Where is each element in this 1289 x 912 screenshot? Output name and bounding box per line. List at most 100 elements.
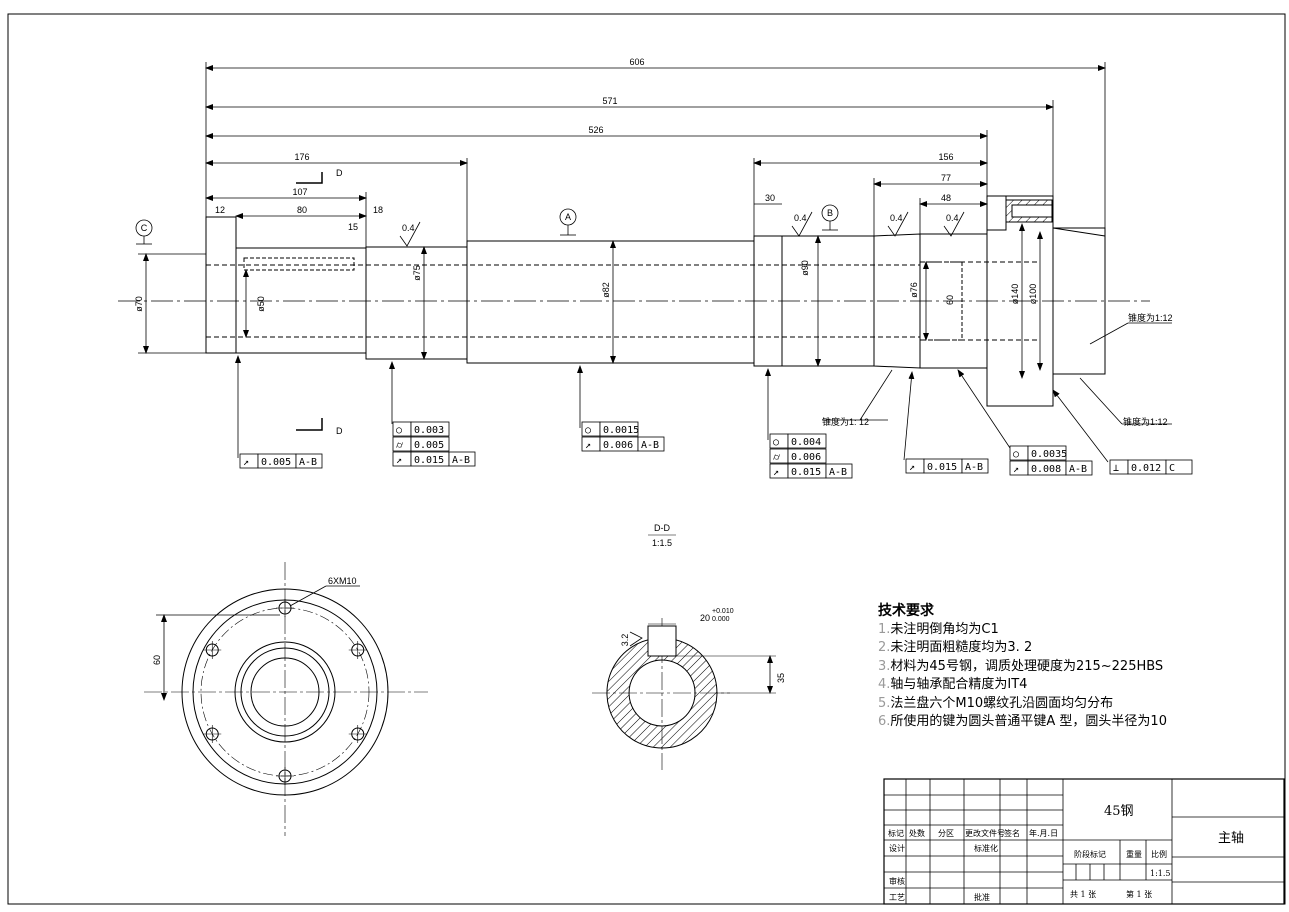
diameter-labels: ø70 ø50 ø75 ø82 ø90 ø76 ø140 ø100 60 bbox=[134, 260, 1038, 312]
tolerance-datum: C bbox=[1169, 463, 1175, 474]
tb-part-name: 主轴 bbox=[1218, 831, 1244, 846]
tb-total-sheets: 共 1 张 bbox=[1070, 890, 1096, 899]
tb-label-standard: 标准化 bbox=[974, 843, 998, 853]
tolerance-value: 0.006 bbox=[791, 452, 821, 463]
dim-48: 48 bbox=[941, 193, 951, 203]
section-roughness: 3.2 bbox=[620, 634, 630, 647]
roughness-value: 0.4 bbox=[402, 223, 415, 233]
section-depth-dim: 35 bbox=[776, 673, 786, 683]
tech-note-item: 6.所使用的键为圆头普通平键A 型，圆头半径为10 bbox=[878, 714, 1167, 729]
dia-90: ø90 bbox=[800, 260, 810, 276]
dim-80: 80 bbox=[297, 205, 307, 215]
dia-75: ø75 bbox=[412, 265, 422, 281]
dim-12: 12 bbox=[215, 205, 225, 215]
tb-label-sign: 签名 bbox=[1004, 828, 1020, 838]
tb-label-check: 审核 bbox=[889, 876, 905, 886]
tolerance-symbol: ○ bbox=[585, 425, 591, 436]
tolerance-value: 0.015 bbox=[927, 462, 957, 473]
taper-label-1: 锥度为1:12 bbox=[1128, 312, 1173, 323]
key-depth-60: 60 bbox=[945, 295, 955, 305]
tech-note-item: 5.法兰盘六个M10螺纹孔沿圆面均匀分布 bbox=[878, 695, 1114, 711]
section-view-title: D-D 1:1.5 bbox=[648, 523, 676, 548]
dia-82: ø82 bbox=[601, 282, 611, 298]
keyway-section-view bbox=[592, 618, 776, 770]
tb-label-zone: 分区 bbox=[938, 829, 954, 838]
key-width-tol-lower: 0.000 bbox=[712, 616, 730, 623]
tech-note-item: 3.材料为45号钢，调质处理硬度为215~225HBS bbox=[878, 658, 1164, 674]
tolerance-cell bbox=[787, 448, 827, 464]
drawing-frame bbox=[7, 13, 1286, 905]
dia-70: ø70 bbox=[134, 296, 144, 312]
section-d-bottom: D bbox=[336, 426, 343, 436]
roughness-symbols bbox=[399, 211, 965, 247]
key-width-dim: 20 bbox=[700, 613, 710, 623]
dim-156: 156 bbox=[938, 152, 953, 162]
tolerance-symbol: ↗ bbox=[1013, 464, 1019, 475]
tolerance-symbol: ↗ bbox=[909, 462, 915, 473]
technical-requirements: 技术要求 1.未注明倒角均为C1 2.未注明面粗糙度均为3. 2 3.材料为45… bbox=[878, 602, 1278, 732]
tolerance-datum: A-B bbox=[641, 440, 659, 451]
tb-label-design: 设计 bbox=[889, 843, 905, 853]
flange-thread-label: 6XM10 bbox=[328, 576, 357, 586]
section-view-name: D-D bbox=[654, 523, 670, 533]
taper-label-2: 锥度为1: 12 bbox=[822, 416, 869, 427]
flange-pcd-dim: 60 bbox=[152, 655, 162, 665]
tolerance-datum: A-B bbox=[1069, 464, 1087, 475]
tolerance-datum: A-B bbox=[299, 457, 317, 468]
dim-606: 606 bbox=[629, 57, 644, 67]
tolerance-cell bbox=[448, 451, 476, 467]
roughness-value: 0.4 bbox=[890, 213, 903, 223]
tolerance-value: 0.008 bbox=[1031, 464, 1061, 475]
tolerance-value: 0.0015 bbox=[603, 425, 639, 436]
tb-label-stage: 阶段标记 bbox=[1074, 849, 1106, 859]
tolerance-cell bbox=[1065, 460, 1093, 476]
dim-18: 18 bbox=[373, 205, 383, 215]
tolerance-value: 0.0035 bbox=[1031, 449, 1067, 460]
tolerance-value: 0.006 bbox=[603, 440, 633, 451]
dim-15: 15 bbox=[348, 222, 358, 232]
tolerance-datum: A-B bbox=[452, 455, 470, 466]
tolerance-cell bbox=[825, 463, 853, 479]
section-view-scale: 1:1.5 bbox=[652, 538, 672, 548]
tb-label-process: 工艺 bbox=[889, 893, 905, 902]
tolerance-symbol: ⌭ bbox=[773, 452, 781, 463]
tolerance-value: 0.012 bbox=[1131, 463, 1161, 474]
tb-material: 45钢 bbox=[1104, 804, 1134, 819]
tolerance-datum: A-B bbox=[965, 462, 983, 473]
roughness-value: 0.4 bbox=[794, 213, 807, 223]
dia-76: ø76 bbox=[909, 282, 919, 298]
tolerance-symbol: ○ bbox=[1013, 449, 1019, 460]
tolerance-value: 0.005 bbox=[414, 440, 444, 451]
tb-label-scale: 比例 bbox=[1151, 849, 1167, 859]
tolerance-cell bbox=[787, 433, 827, 449]
tolerance-cell bbox=[1165, 459, 1193, 475]
taper-leaders bbox=[822, 322, 1172, 425]
tech-note-item: 4.轴与轴承配合精度为IT4 bbox=[878, 677, 1028, 692]
shaft-front-view bbox=[118, 195, 1150, 407]
tolerance-leaders bbox=[235, 355, 1109, 463]
tolerance-cell bbox=[410, 436, 450, 452]
tb-sheet-no: 第 1 张 bbox=[1126, 889, 1152, 899]
tb-label-weight: 重量 bbox=[1126, 849, 1142, 859]
tolerance-value: 0.004 bbox=[791, 437, 821, 448]
tolerance-symbol: ⊥ bbox=[1113, 463, 1119, 474]
tech-note-item: 2.未注明面粗糙度均为3. 2 bbox=[878, 640, 1033, 655]
tolerance-cell bbox=[961, 458, 989, 474]
dia-50: ø50 bbox=[256, 296, 266, 312]
tech-note-item: 1.未注明倒角均为C1 bbox=[878, 621, 999, 637]
dim-107: 107 bbox=[292, 187, 307, 197]
tb-label-approve: 批准 bbox=[974, 892, 990, 902]
diameter-dimensions bbox=[138, 223, 1043, 379]
flange-end-view bbox=[144, 562, 428, 836]
tolerance-value: 0.015 bbox=[414, 455, 444, 466]
tolerance-value: 0.015 bbox=[791, 467, 821, 478]
section-marks bbox=[296, 172, 323, 431]
tolerance-symbol: ↗ bbox=[243, 457, 249, 468]
dia-100: ø100 bbox=[1028, 284, 1038, 305]
key-width-tol-upper: +0.010 bbox=[712, 608, 734, 615]
datum-a-label: A bbox=[565, 212, 571, 222]
section-d-top: D bbox=[336, 168, 343, 178]
tolerance-symbol: ○ bbox=[773, 437, 779, 448]
roughness-value: 0.4 bbox=[946, 213, 959, 223]
